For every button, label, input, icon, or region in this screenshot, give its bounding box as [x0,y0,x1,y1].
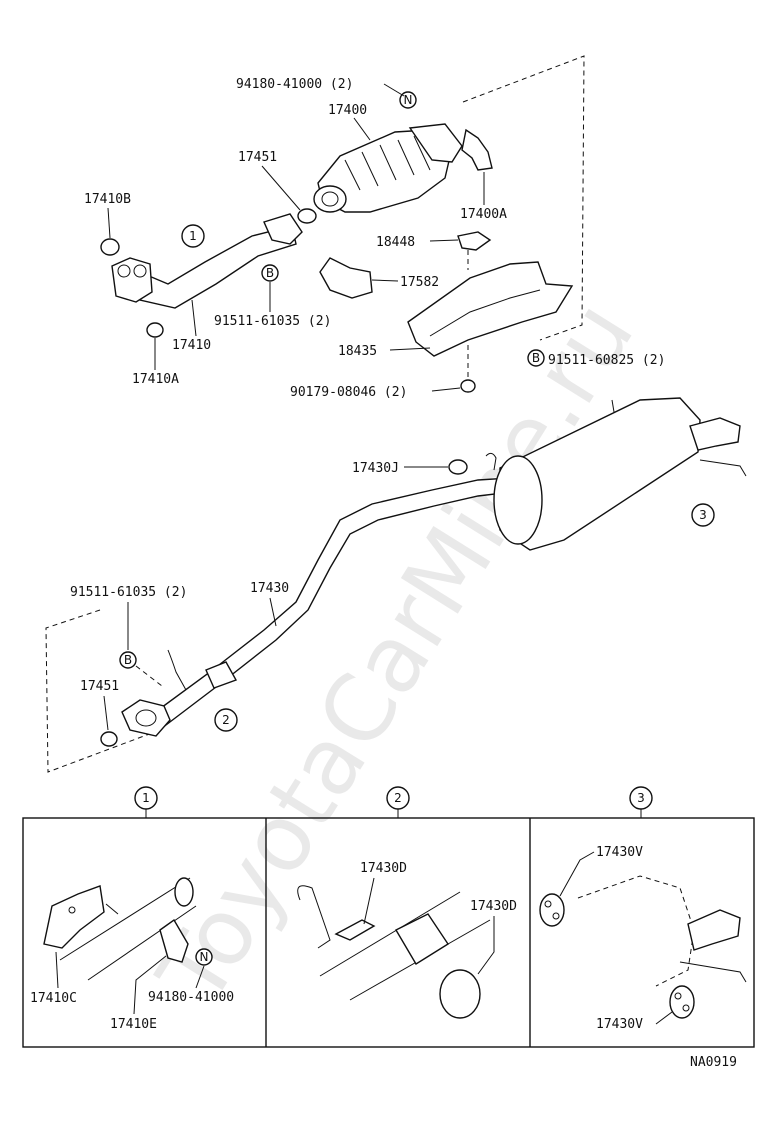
label-17430J: 17430J [352,461,399,476]
svg-text:3: 3 [637,791,645,805]
detail-header-2: 2 [386,786,410,810]
hanger-hook [167,649,187,691]
detail-header-3: 3 [629,786,653,810]
svg-text:1: 1 [189,229,197,243]
front-pipe-17410 [111,213,303,309]
label-17400: 17400 [328,103,367,118]
label-17410: 17410 [172,338,211,353]
label-17430: 17430 [250,581,289,596]
svg-text:N: N [200,950,209,964]
label-17400A: 17400A [460,207,507,222]
svg-text:B: B [532,351,540,365]
detail-1-n-mark: N [195,948,213,966]
gasket-17451 [297,208,317,224]
detail-2-drawing [297,885,491,1019]
label-17410A: 17410A [132,372,179,387]
heat-insulator-18435 [407,261,574,357]
label-17410C: 17410C [30,991,77,1006]
svg-text:2: 2 [394,791,402,805]
label-17451-lower: 17451 [80,679,119,694]
n-mark: N [399,91,417,109]
label-18448: 18448 [376,235,415,250]
callout-circle-2: 2 [214,708,238,732]
clamp-18448 [457,231,492,251]
label-17430D-a: 17430D [360,861,407,876]
detail-header-1: 1 [134,786,158,810]
catalytic-converter-17400 [313,123,463,213]
drawing-reference: NA0919 [690,1055,737,1070]
callout-circle-1: 1 [181,224,205,248]
label-17430V-b: 17430V [596,1017,643,1032]
hanger-17430J [485,452,497,471]
detail-1-drawing [43,877,197,981]
bracket-17400A [461,128,493,171]
label-18435: 18435 [338,344,377,359]
label-94180-41000-detail: 94180-41000 [148,990,234,1005]
label-91511-61035-b: 91511-61035 (2) [70,585,187,600]
reference-frame-upper [462,55,585,341]
ring-17430J [448,459,468,475]
detail-box-frame [22,817,755,1048]
b-mark-2: B [527,349,545,367]
svg-text:3: 3 [699,508,707,522]
label-17430V-a: 17430V [596,845,643,860]
label-90179-08046: 90179-08046 (2) [290,385,407,400]
label-17582: 17582 [400,275,439,290]
svg-text:B: B [266,266,274,280]
nut-17410A [146,322,164,338]
nut-90179-08046 [460,379,476,393]
label-91511-61035-a: 91511-61035 (2) [214,314,331,329]
detail-3-drawing [539,875,747,1019]
svg-text:2: 2 [222,713,230,727]
label-17451-top: 17451 [238,150,277,165]
label-17430D-b: 17430D [470,899,517,914]
label-91511-60825: 91511-60825 (2) [548,353,665,368]
heat-insulator-17582 [319,257,373,299]
b-mark-3: B [119,651,137,669]
svg-text:N: N [404,93,413,107]
label-17410E: 17410E [110,1017,157,1032]
pipe-flange-lower [121,699,171,737]
svg-text:1: 1 [142,791,150,805]
gasket-17451-lower [100,731,118,747]
b-mark-1: B [261,264,279,282]
gasket-17410B [100,238,120,256]
callout-circle-3: 3 [691,503,715,527]
svg-text:B: B [124,653,132,667]
label-94180-41000: 94180-41000 (2) [236,77,353,92]
label-17410B: 17410B [84,192,131,207]
reference-frame-lower [45,609,161,773]
muffler-17430 [493,397,747,551]
